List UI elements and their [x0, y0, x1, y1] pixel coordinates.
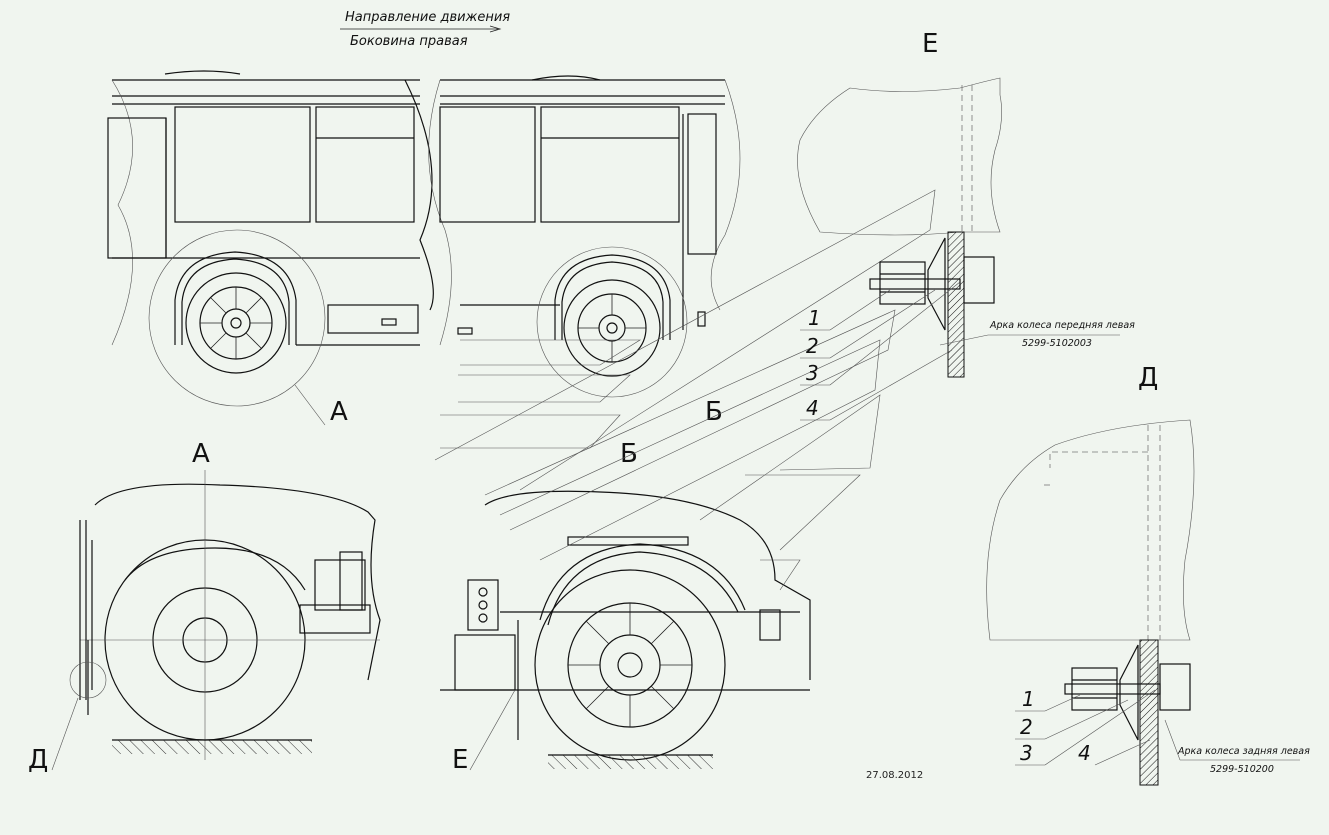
- view-label-E-callout: Е: [452, 745, 468, 775]
- detail-E-part-number: 5299-5102003: [1022, 338, 1092, 349]
- callout-circle-D: [69, 661, 107, 699]
- view-label-B-callout: Б: [705, 397, 723, 427]
- svg-text:3: 3: [806, 361, 819, 385]
- projection-lines: [434, 189, 936, 591]
- detail-D: Д Арка колеса задняя левая 5299-510200 1…: [986, 363, 1310, 786]
- direction-header: Направление движения Боковина правая: [340, 10, 510, 49]
- view-B-title: Б: [620, 439, 638, 469]
- bus-side-rear: Б: [428, 75, 741, 427]
- view-label-A: А: [330, 397, 348, 427]
- svg-text:1: 1: [1022, 687, 1035, 711]
- detail-D-part-name: Арка колеса задняя левая: [1177, 746, 1310, 757]
- view-B: Б Е: [440, 439, 811, 775]
- detail-E-title: Е: [922, 29, 938, 59]
- callout-circle-B: [536, 246, 688, 398]
- detail-D-part-number: 5299-510200: [1210, 764, 1274, 775]
- svg-text:2: 2: [806, 334, 819, 358]
- detail-D-item-list: 1 2 3 4: [1015, 687, 1156, 766]
- detail-E-part-name: Арка колеса передняя левая: [989, 320, 1135, 331]
- side-label: Боковина правая: [350, 34, 468, 49]
- view-A: А Д: [28, 439, 381, 775]
- bus-side-front: А: [107, 70, 434, 427]
- svg-text:1: 1: [808, 306, 821, 330]
- detail-E-item-list: 1 2 3 4: [800, 281, 961, 421]
- callout-circle-A: [148, 229, 326, 407]
- svg-text:3: 3: [1020, 741, 1033, 765]
- direction-label: Направление движения: [345, 10, 510, 25]
- drawing-date: 27.08.2012: [866, 770, 923, 781]
- detail-D-title: Д: [1138, 363, 1158, 393]
- view-label-D-callout: Д: [28, 745, 48, 775]
- view-A-title: А: [192, 439, 210, 469]
- svg-text:4: 4: [806, 396, 819, 420]
- svg-text:4: 4: [1078, 741, 1091, 765]
- svg-text:2: 2: [1020, 715, 1033, 739]
- detail-E: Е Арка колеса передняя левая 5299-510200…: [797, 29, 1135, 421]
